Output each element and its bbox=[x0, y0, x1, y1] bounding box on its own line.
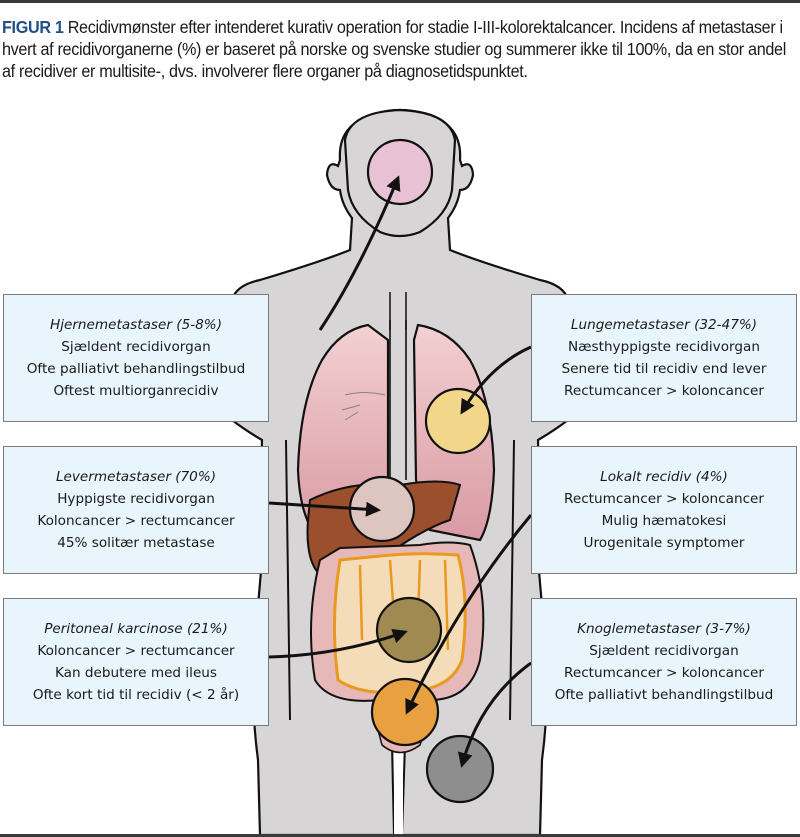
box-line: Oftest multiorganrecidiv bbox=[53, 383, 219, 399]
box-line: Ofte palliativt behandlingstilbud bbox=[26, 361, 246, 377]
bone-lesion bbox=[425, 734, 495, 804]
bottom-rule bbox=[0, 834, 800, 837]
box-title: Lokalt recidiv (4%) bbox=[600, 469, 728, 485]
box-line: Kan debutere med ileus bbox=[54, 665, 218, 681]
box-title: Hjernemetastaser (5-8%) bbox=[49, 317, 223, 333]
caption-text: Recidivmønster efter intenderet kurativ … bbox=[2, 17, 786, 81]
top-rule bbox=[0, 0, 800, 3]
box-title: Lungemetastaser (32-47%) bbox=[570, 317, 758, 333]
figure-caption: FIGUR 1 Recidivmønster efter intenderet … bbox=[2, 16, 800, 82]
box-line: Hyppigste recidivorgan bbox=[57, 491, 215, 507]
figure-label: FIGUR 1 bbox=[2, 17, 64, 37]
info-box-liver: Levermetastaser (70%) Hyppigste recidivo… bbox=[3, 446, 269, 574]
info-box-lung: Lungemetastaser (32-47%) Næsthyppigste r… bbox=[531, 294, 797, 422]
box-title: Knoglemetastaser (3-7%) bbox=[577, 621, 751, 637]
box-line: Sjældent recidivorgan bbox=[589, 643, 739, 659]
box-line: Næsthyppigste recidivorgan bbox=[568, 339, 760, 355]
box-line: Rectumcancer > koloncancer bbox=[564, 383, 764, 399]
info-box-peritoneal: Peritoneal karcinose (21%) Koloncancer >… bbox=[3, 598, 269, 726]
brain-arrow bbox=[318, 175, 401, 331]
lung-arrow bbox=[460, 345, 532, 415]
box-line: 45% solitær metastase bbox=[57, 535, 215, 551]
box-title: Peritoneal karcinose (21%) bbox=[44, 621, 228, 637]
arrows bbox=[268, 175, 533, 768]
box-line: Rectumcancer > koloncancer bbox=[564, 665, 764, 681]
local-arrow bbox=[405, 514, 533, 715]
bone-arrow bbox=[457, 661, 532, 768]
lung-lesion bbox=[424, 387, 492, 455]
info-box-local: Lokalt recidiv (4%) Rectumcancer > kolon… bbox=[531, 446, 797, 574]
info-box-bone: Knoglemetastaser (3-7%) Sjældent recidiv… bbox=[531, 598, 797, 726]
box-line: Urogenitale symptomer bbox=[583, 535, 745, 551]
box-line: Rectumcancer > koloncancer bbox=[564, 491, 764, 507]
peritoneal-lesion bbox=[375, 596, 443, 664]
box-line: Mulig hæmatokesi bbox=[601, 513, 727, 529]
brain-lesion bbox=[366, 138, 434, 206]
box-line: Koloncancer > rectumcancer bbox=[37, 513, 235, 529]
box-line: Senere tid til recidiv end lever bbox=[561, 361, 767, 377]
peritoneal-arrow bbox=[268, 628, 408, 659]
box-line: Ofte palliativt behandlingstilbud bbox=[554, 687, 774, 703]
box-line: Koloncancer > rectumcancer bbox=[37, 643, 235, 659]
box-line: Sjældent recidivorgan bbox=[61, 339, 211, 355]
box-title: Levermetastaser (70%) bbox=[55, 469, 217, 485]
local-lesion bbox=[370, 677, 440, 747]
liver-arrow bbox=[268, 501, 381, 517]
info-box-brain: Hjernemetastaser (5-8%) Sjældent recidiv… bbox=[3, 294, 269, 422]
box-line: Ofte kort tid til recidiv (< 2 år) bbox=[32, 687, 240, 703]
